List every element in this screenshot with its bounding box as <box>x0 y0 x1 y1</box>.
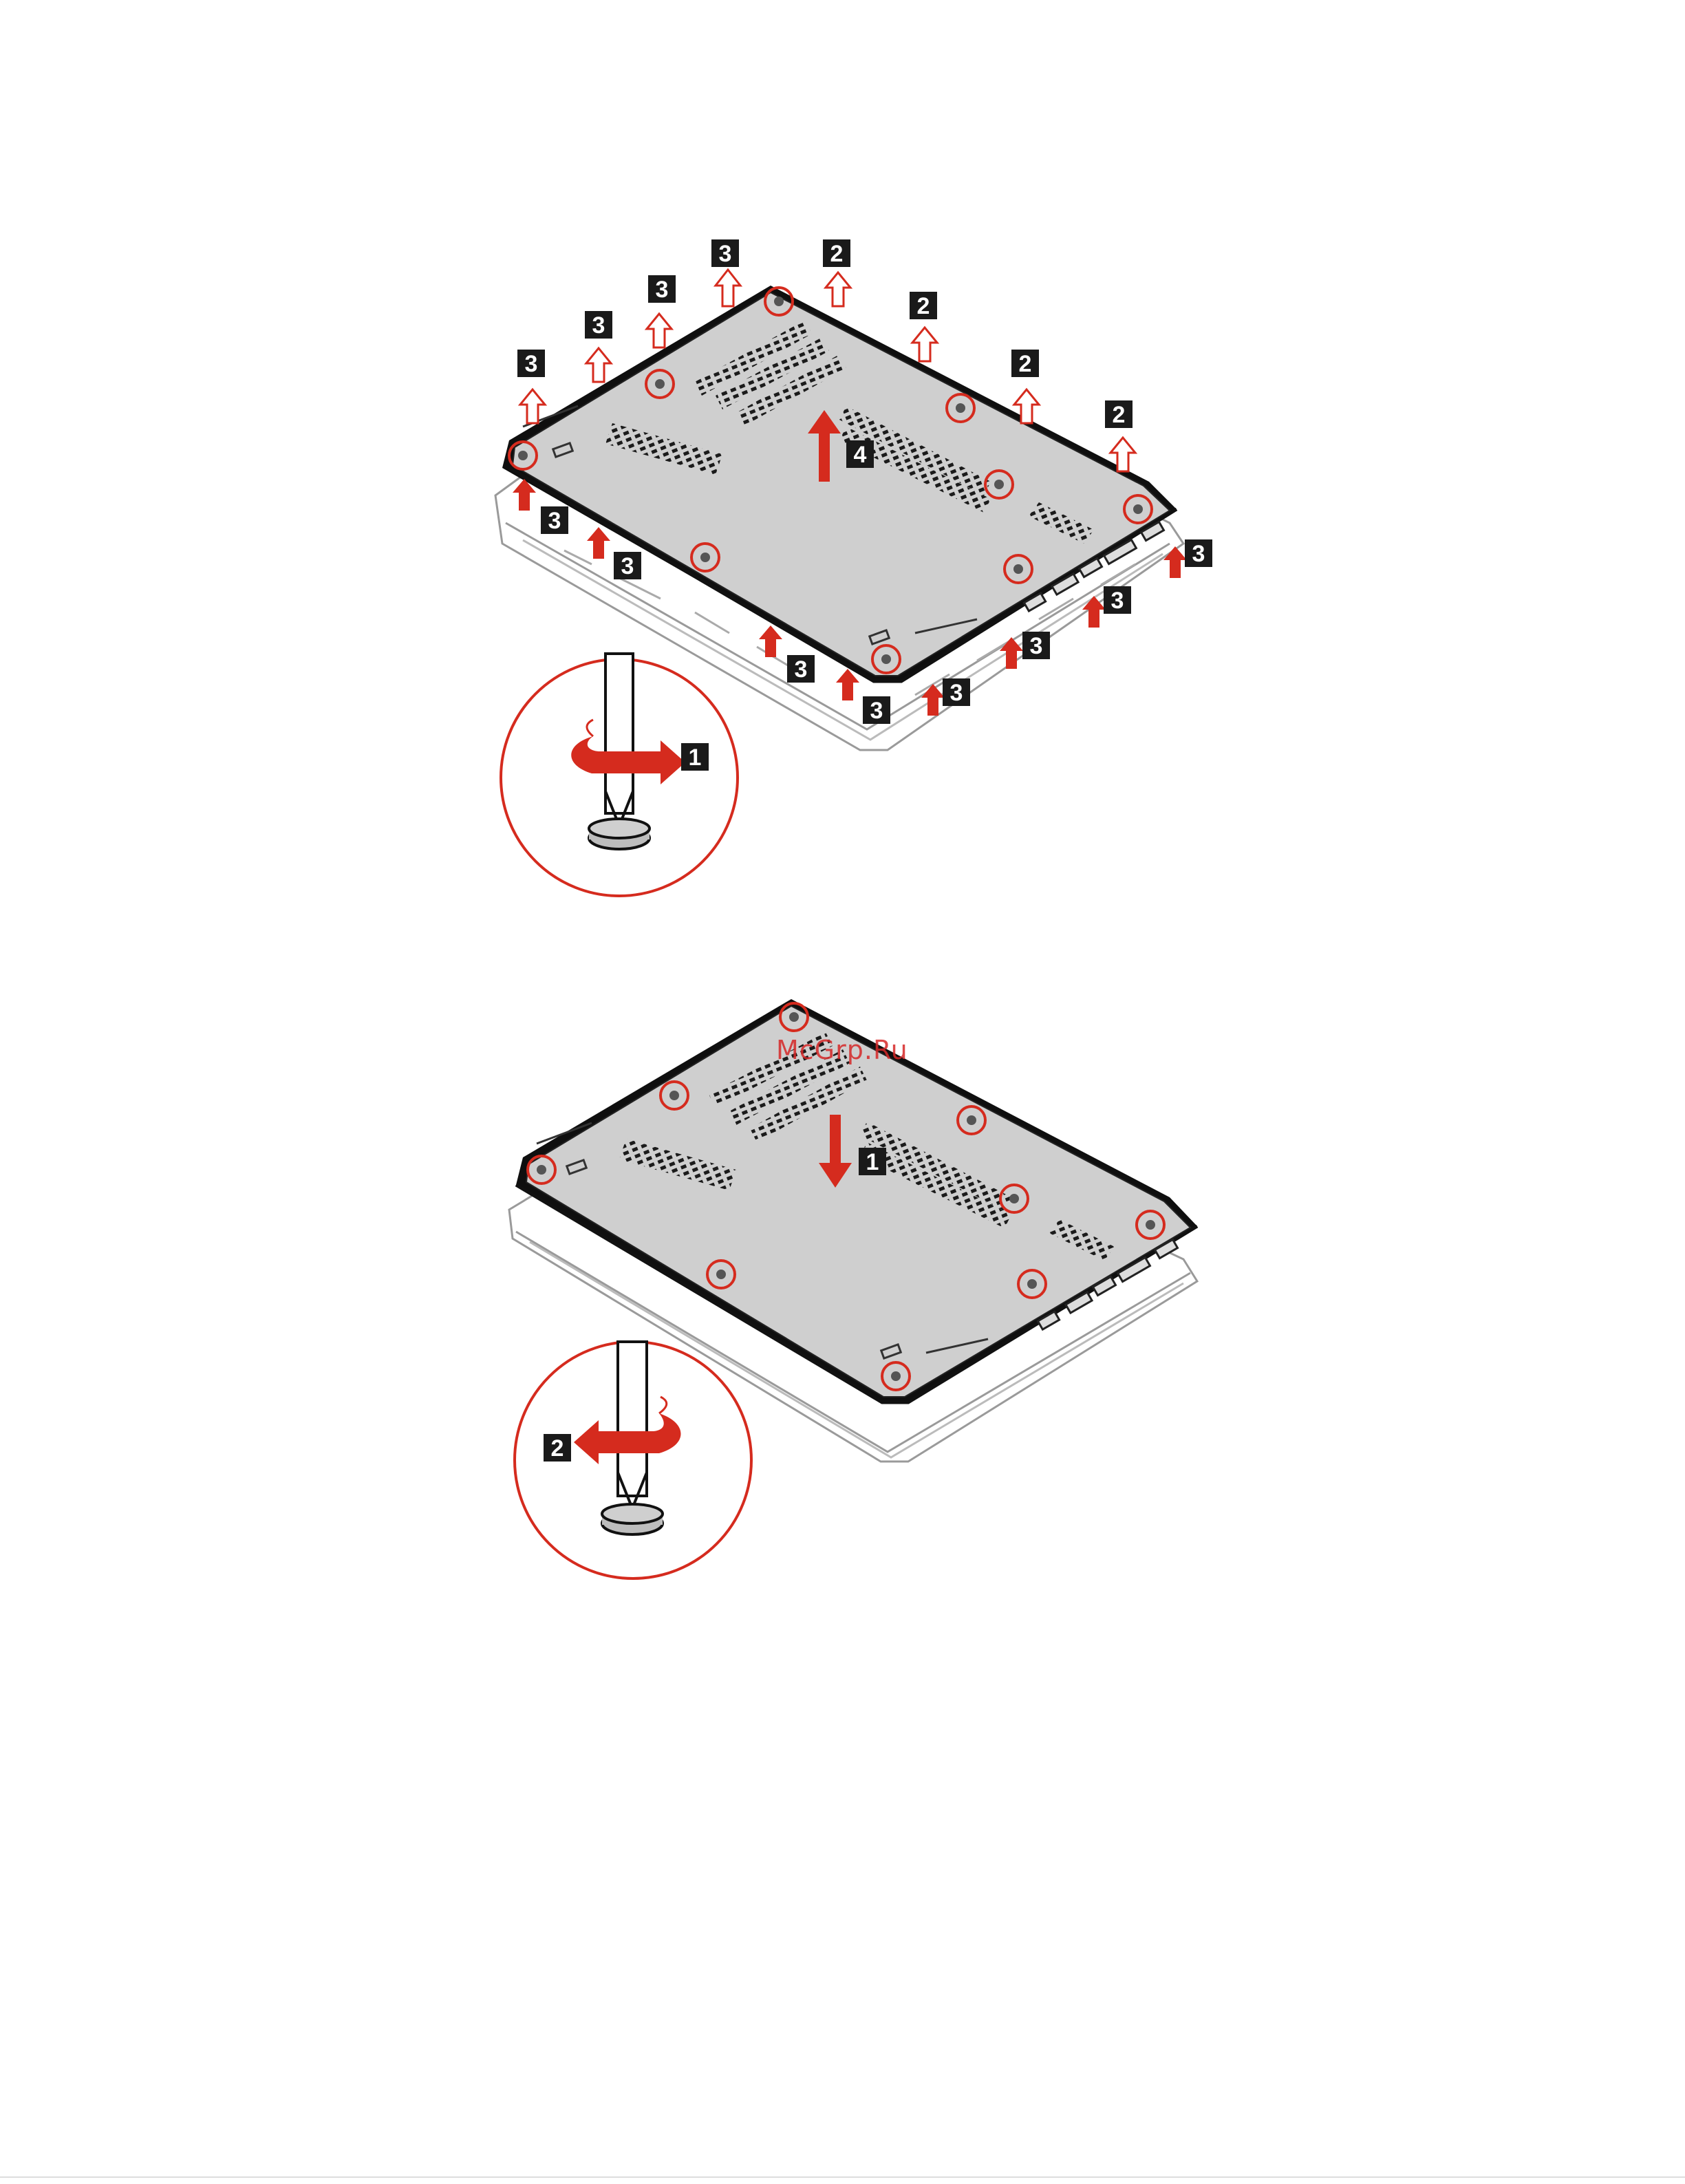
screwdriver-detail-tighten: 2 <box>515 1342 751 1578</box>
svg-text:3: 3 <box>656 277 669 303</box>
svg-text:3: 3 <box>795 656 808 683</box>
callout-3: 3 <box>585 311 612 339</box>
svg-text:3: 3 <box>1192 541 1205 567</box>
callout-1: 1 <box>681 743 709 771</box>
svg-text:3: 3 <box>592 312 605 339</box>
arrow-up-icon <box>586 348 611 382</box>
callout-3: 3 <box>787 655 815 683</box>
arrow-up-icon <box>1000 637 1023 669</box>
callout-3: 3 <box>517 350 545 377</box>
svg-text:2: 2 <box>1019 351 1032 377</box>
callout-3: 3 <box>614 552 641 579</box>
svg-text:3: 3 <box>1111 588 1124 614</box>
svg-text:3: 3 <box>950 680 963 706</box>
callout-3: 3 <box>1104 586 1131 614</box>
callout-2: 2 <box>823 239 850 267</box>
watermark-text: McGrp.Ru <box>776 1035 1065 1076</box>
arrow-up-icon <box>647 314 672 347</box>
svg-text:4: 4 <box>854 442 867 468</box>
callout-2: 2 <box>1011 350 1039 377</box>
svg-text:2: 2 <box>551 1435 564 1462</box>
footer-rule <box>0 2176 1685 2178</box>
arrow-up-icon <box>716 270 740 306</box>
arrow-up-icon <box>912 328 937 361</box>
callout-4: 4 <box>846 440 874 468</box>
svg-text:2: 2 <box>917 293 930 319</box>
callout-2: 2 <box>1105 400 1133 428</box>
svg-text:1: 1 <box>866 1149 879 1175</box>
svg-text:3: 3 <box>719 241 732 267</box>
arrow-up-icon <box>826 272 850 306</box>
installation-illustration: 1 2 <box>509 999 1197 1578</box>
svg-text:3: 3 <box>1030 633 1043 659</box>
svg-text:3: 3 <box>870 698 883 724</box>
svg-text:3: 3 <box>525 351 538 377</box>
svg-text:3: 3 <box>621 553 634 579</box>
arrow-up-icon <box>587 527 610 559</box>
bottom-cover-panel <box>502 286 1177 681</box>
svg-text:2: 2 <box>1113 402 1126 428</box>
callout-3: 3 <box>648 275 676 303</box>
callout-3: 3 <box>711 239 739 267</box>
callout-3: 3 <box>541 506 568 534</box>
arrow-up-icon <box>836 669 859 700</box>
removal-illustration: 3 3 3 3 2 2 2 2 4 3 3 3 3 3 3 3 3 <box>495 239 1212 896</box>
callout-3: 3 <box>943 678 970 706</box>
arrow-up-icon <box>1163 546 1187 578</box>
callout-3: 3 <box>1185 539 1212 567</box>
screwdriver-detail-loosen: 1 <box>501 654 738 896</box>
callout-1: 1 <box>859 1148 886 1175</box>
svg-text:3: 3 <box>548 508 561 534</box>
svg-text:1: 1 <box>689 745 702 771</box>
callout-3: 3 <box>1022 632 1050 659</box>
arrow-up-icon <box>759 625 782 657</box>
callout-3: 3 <box>863 696 890 724</box>
callout-2: 2 <box>544 1434 571 1462</box>
svg-text:2: 2 <box>830 241 844 267</box>
arrow-up-icon <box>520 389 545 423</box>
callout-2: 2 <box>910 292 937 319</box>
